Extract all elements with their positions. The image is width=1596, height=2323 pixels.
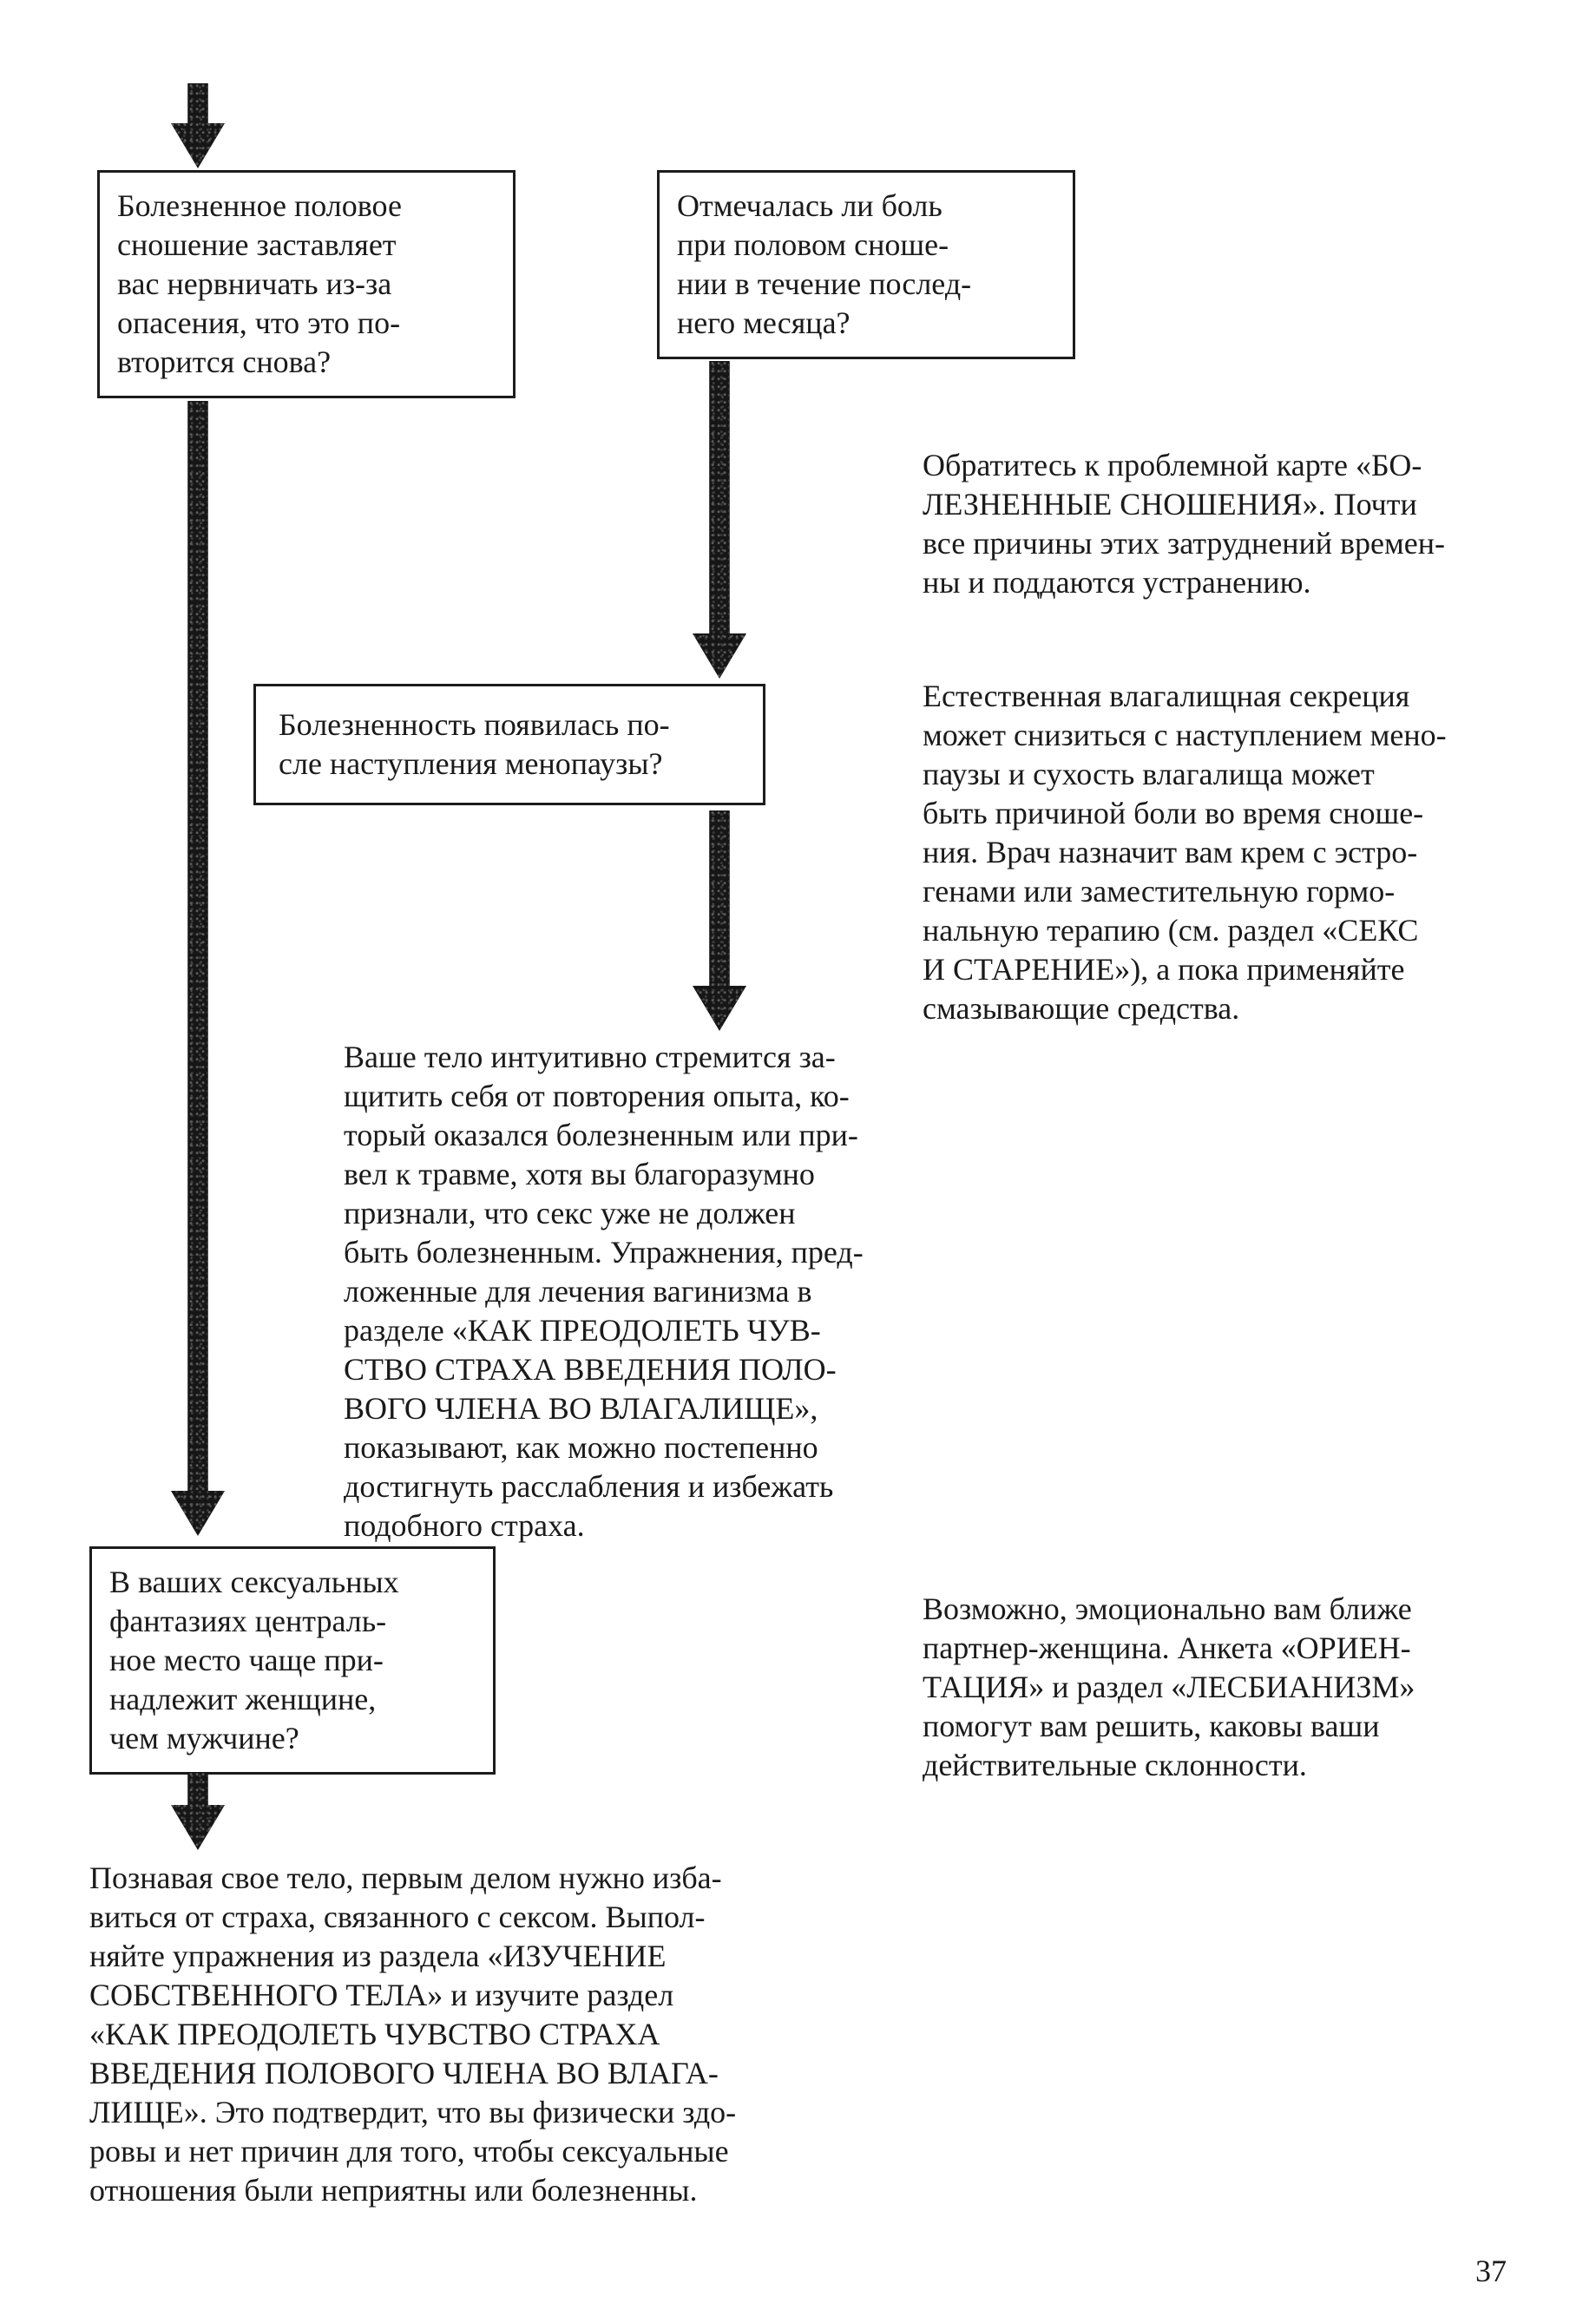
advice-note-2-text: Естественная влагалищная секреция может … (923, 679, 1447, 1026)
advice-note-5-text: Познавая свое тело, первым делом нужно и… (89, 1860, 737, 2208)
flow-arrow-box4-to-note-icon (171, 1772, 225, 1850)
advice-note-3-text: Ваше тело интуитивно стремится за- щитит… (344, 1040, 864, 1543)
question-box-menopause: Болезненность появилась по- сле наступле… (253, 684, 765, 805)
question-box-2-text: Отмечалась ли боль при половом сноше- ни… (677, 188, 972, 340)
question-box-3-text: Болезненность появилась по- сле наступле… (279, 707, 670, 781)
flow-arrow-box1-to-box4-icon (171, 401, 225, 1536)
advice-note-1-text: Обратитесь к проблемной карте «БО- ЛЕЗНЕ… (923, 448, 1446, 600)
advice-note-problem-card: Обратитесь к проблемной карте «БО- ЛЕЗНЕ… (923, 446, 1552, 602)
advice-note-body-protection: Ваше тело интуитивно стремится за- щитит… (344, 1038, 1003, 1545)
question-box-4-text: В ваших сексуальных фантазиях централь- … (109, 1565, 399, 1755)
question-box-1-text: Болезненное половое сношение заставляет … (117, 188, 402, 379)
advice-note-know-your-body: Познавая свое тело, первым делом нужно и… (89, 1859, 879, 2210)
flow-arrow-entry-icon (171, 83, 225, 168)
advice-note-4-text: Возможно, эмоционально вам ближе партнер… (923, 1591, 1415, 1782)
advice-note-orientation: Возможно, эмоционально вам ближе партнер… (923, 1590, 1552, 1785)
question-box-pain-last-month: Отмечалась ли боль при половом сноше- ни… (657, 170, 1075, 359)
page-number: 37 (1475, 2254, 1507, 2288)
flow-arrow-box3-to-note-icon (693, 810, 746, 1031)
question-box-fantasies-women: В ваших сексуальных фантазиях централь- … (89, 1546, 496, 1775)
question-box-painful-sex-worry: Болезненное половое сношение заставляет … (97, 170, 516, 398)
flow-arrow-box2-to-box3-icon (693, 361, 746, 679)
advice-note-vaginal-secretion: Естественная влагалищная секреция может … (923, 677, 1552, 1028)
